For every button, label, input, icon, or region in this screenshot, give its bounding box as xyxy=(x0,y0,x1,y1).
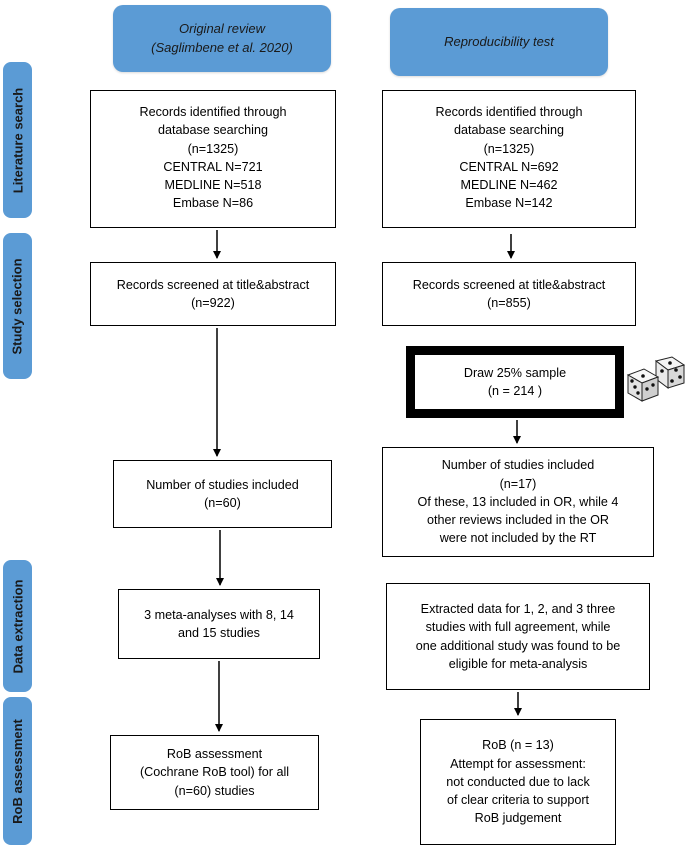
stage-study-selection: Study selection xyxy=(3,233,32,379)
stage-literature-search: Literature search xyxy=(3,62,32,218)
rt-sample-draw-box: Draw 25% sample (n = 214 ) xyxy=(406,346,624,418)
rt-data-extraction-box: Extracted data for 1, 2, and 3 three stu… xyxy=(386,583,650,690)
rt-studies-included-box: Number of studies included (n=17) Of the… xyxy=(382,447,654,557)
original-rob-assessment-box: RoB assessment (Cochrane RoB tool) for a… xyxy=(110,735,319,810)
rt-records-identified-box: Records identified through database sear… xyxy=(382,90,636,228)
original-studies-included-box: Number of studies included (n=60) xyxy=(113,460,332,528)
header-original-review: Original review (Saglimbene et al. 2020) xyxy=(113,5,331,72)
original-records-identified-box: Records identified through database sear… xyxy=(90,90,336,228)
header-reproducibility-test: Reproducibility test xyxy=(390,8,608,76)
rt-records-screened-box: Records screened at title&abstract (n=85… xyxy=(382,262,636,326)
dice-front xyxy=(626,368,660,402)
header-original-title: Original review xyxy=(179,20,265,36)
header-reproducibility-title: Reproducibility test xyxy=(444,33,554,49)
dice-icon xyxy=(626,356,685,402)
stage-data-extraction: Data extraction xyxy=(3,560,32,692)
rt-rob-box: RoB (n = 13) Attempt for assessment: not… xyxy=(420,719,616,845)
header-original-citation: (Saglimbene et al. 2020) xyxy=(151,39,293,55)
stage-rob-assessment: RoB assessment xyxy=(3,697,32,845)
original-records-screened-box: Records screened at title&abstract (n=92… xyxy=(90,262,336,326)
dice-back xyxy=(654,356,685,389)
original-meta-analyses-box: 3 meta-analyses with 8, 14 and 15 studie… xyxy=(118,589,320,659)
